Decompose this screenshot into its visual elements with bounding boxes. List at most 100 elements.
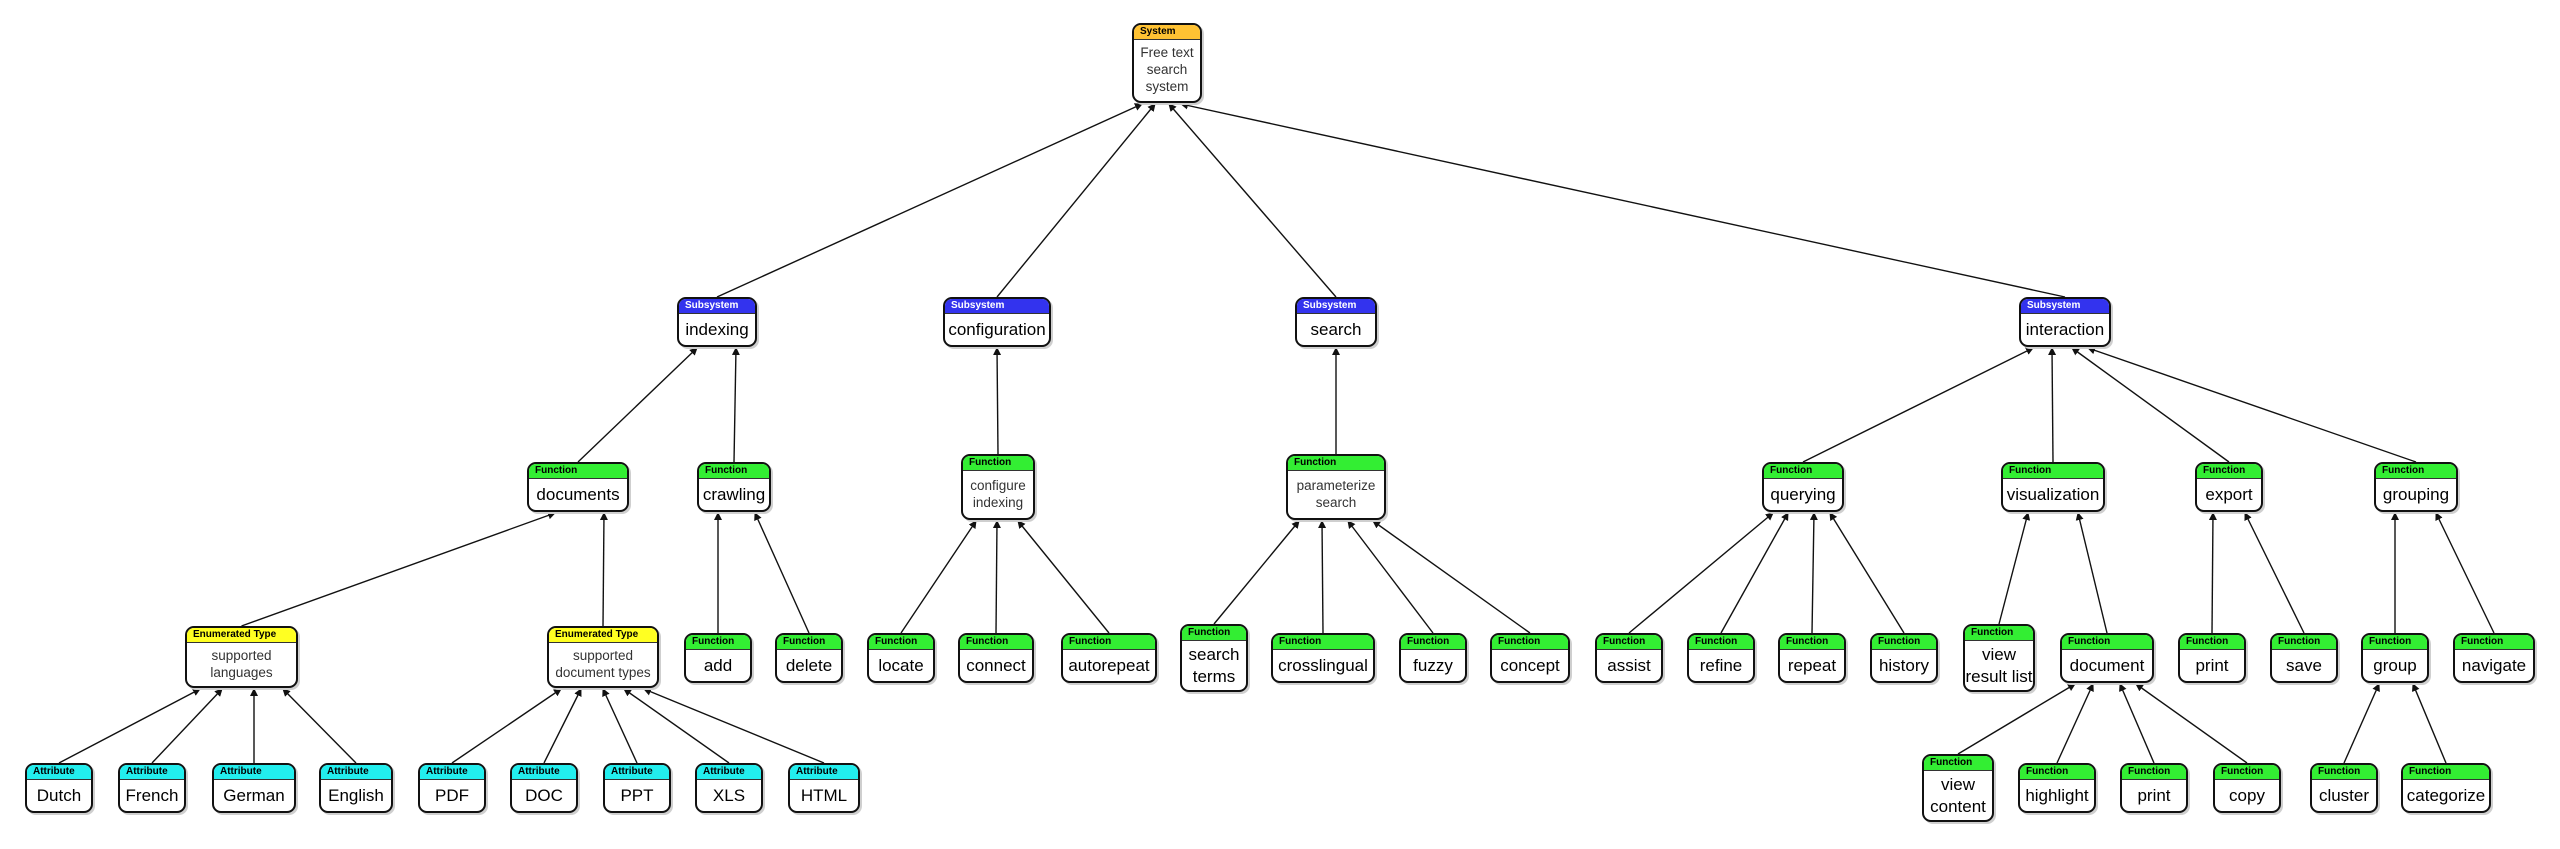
link-save-to-export — [2244, 512, 2305, 634]
link-fuzzy-to-parameterize-search — [1347, 520, 1434, 634]
node-label: crosslingual — [1278, 655, 1368, 675]
node-type-label: Function — [1780, 635, 1844, 650]
link-html-to-supported-document-types — [643, 687, 825, 764]
node-label: repeat — [1787, 655, 1837, 675]
node-repeat[interactable]: Function repeat — [1778, 633, 1846, 683]
node-print-export[interactable]: Function print — [2178, 633, 2246, 683]
node-label: indexing — [685, 319, 749, 339]
node-type-label: Function — [963, 456, 1033, 471]
link-documents-to-indexing — [577, 347, 698, 463]
node-type-label: Function — [1492, 635, 1568, 650]
node-documents[interactable]: Function documents — [527, 462, 629, 512]
node-type-label: Function — [529, 464, 627, 479]
node-label: crawling — [702, 484, 766, 504]
node-type-label: Function — [2197, 464, 2261, 479]
node-group[interactable]: Function group — [2361, 633, 2429, 683]
link-grouping-to-interaction — [2087, 346, 2417, 463]
node-label: German — [223, 785, 285, 805]
link-locate-to-configure-indexing — [900, 520, 977, 634]
node-label: group — [2373, 655, 2417, 675]
link-copy-to-document — [2135, 683, 2248, 764]
link-delete-to-crawling — [754, 512, 810, 634]
node-type-label: Function — [2363, 635, 2427, 650]
node-type-label: Function — [2272, 635, 2336, 650]
link-connect-to-configure-indexing — [992, 520, 1001, 634]
node-indexing[interactable]: Subsystem indexing — [677, 297, 757, 347]
link-autorepeat-to-configure-indexing — [1017, 520, 1110, 634]
node-label: Dutch — [36, 785, 82, 805]
node-type-label: Function — [2180, 635, 2244, 650]
link-visualization-to-interaction — [2048, 347, 2057, 463]
node-type-label: Function — [1689, 635, 1753, 650]
node-label: print — [2137, 785, 2171, 805]
link-doc-to-supported-document-types — [543, 688, 582, 764]
node-type-label: Subsystem — [945, 299, 1049, 314]
link-interaction-to-free-text-search-system — [1180, 101, 2066, 298]
node-type-label: Subsystem — [1297, 299, 1375, 314]
link-categorize-to-group — [2412, 683, 2447, 764]
node-type-label: Enumerated Type — [549, 628, 657, 643]
node-label: documents — [536, 484, 620, 504]
link-configuration-to-free-text-search-system — [996, 103, 1156, 298]
node-type-label: Subsystem — [679, 299, 755, 314]
link-querying-to-interaction — [1802, 347, 2034, 463]
node-type-label: Function — [1063, 635, 1155, 650]
link-history-to-querying — [1829, 512, 1905, 634]
node-type-label: Function — [1288, 456, 1384, 471]
link-ppt-to-supported-document-types — [602, 688, 638, 764]
node-type-label: Attribute — [321, 765, 391, 780]
node-type-label: Attribute — [790, 765, 858, 780]
node-label: locate — [878, 655, 924, 675]
link-cluster-to-group — [2343, 683, 2380, 764]
link-assist-to-querying — [1628, 512, 1774, 634]
node-label: print — [2195, 655, 2229, 675]
link-print-export-to-export — [2208, 512, 2217, 634]
